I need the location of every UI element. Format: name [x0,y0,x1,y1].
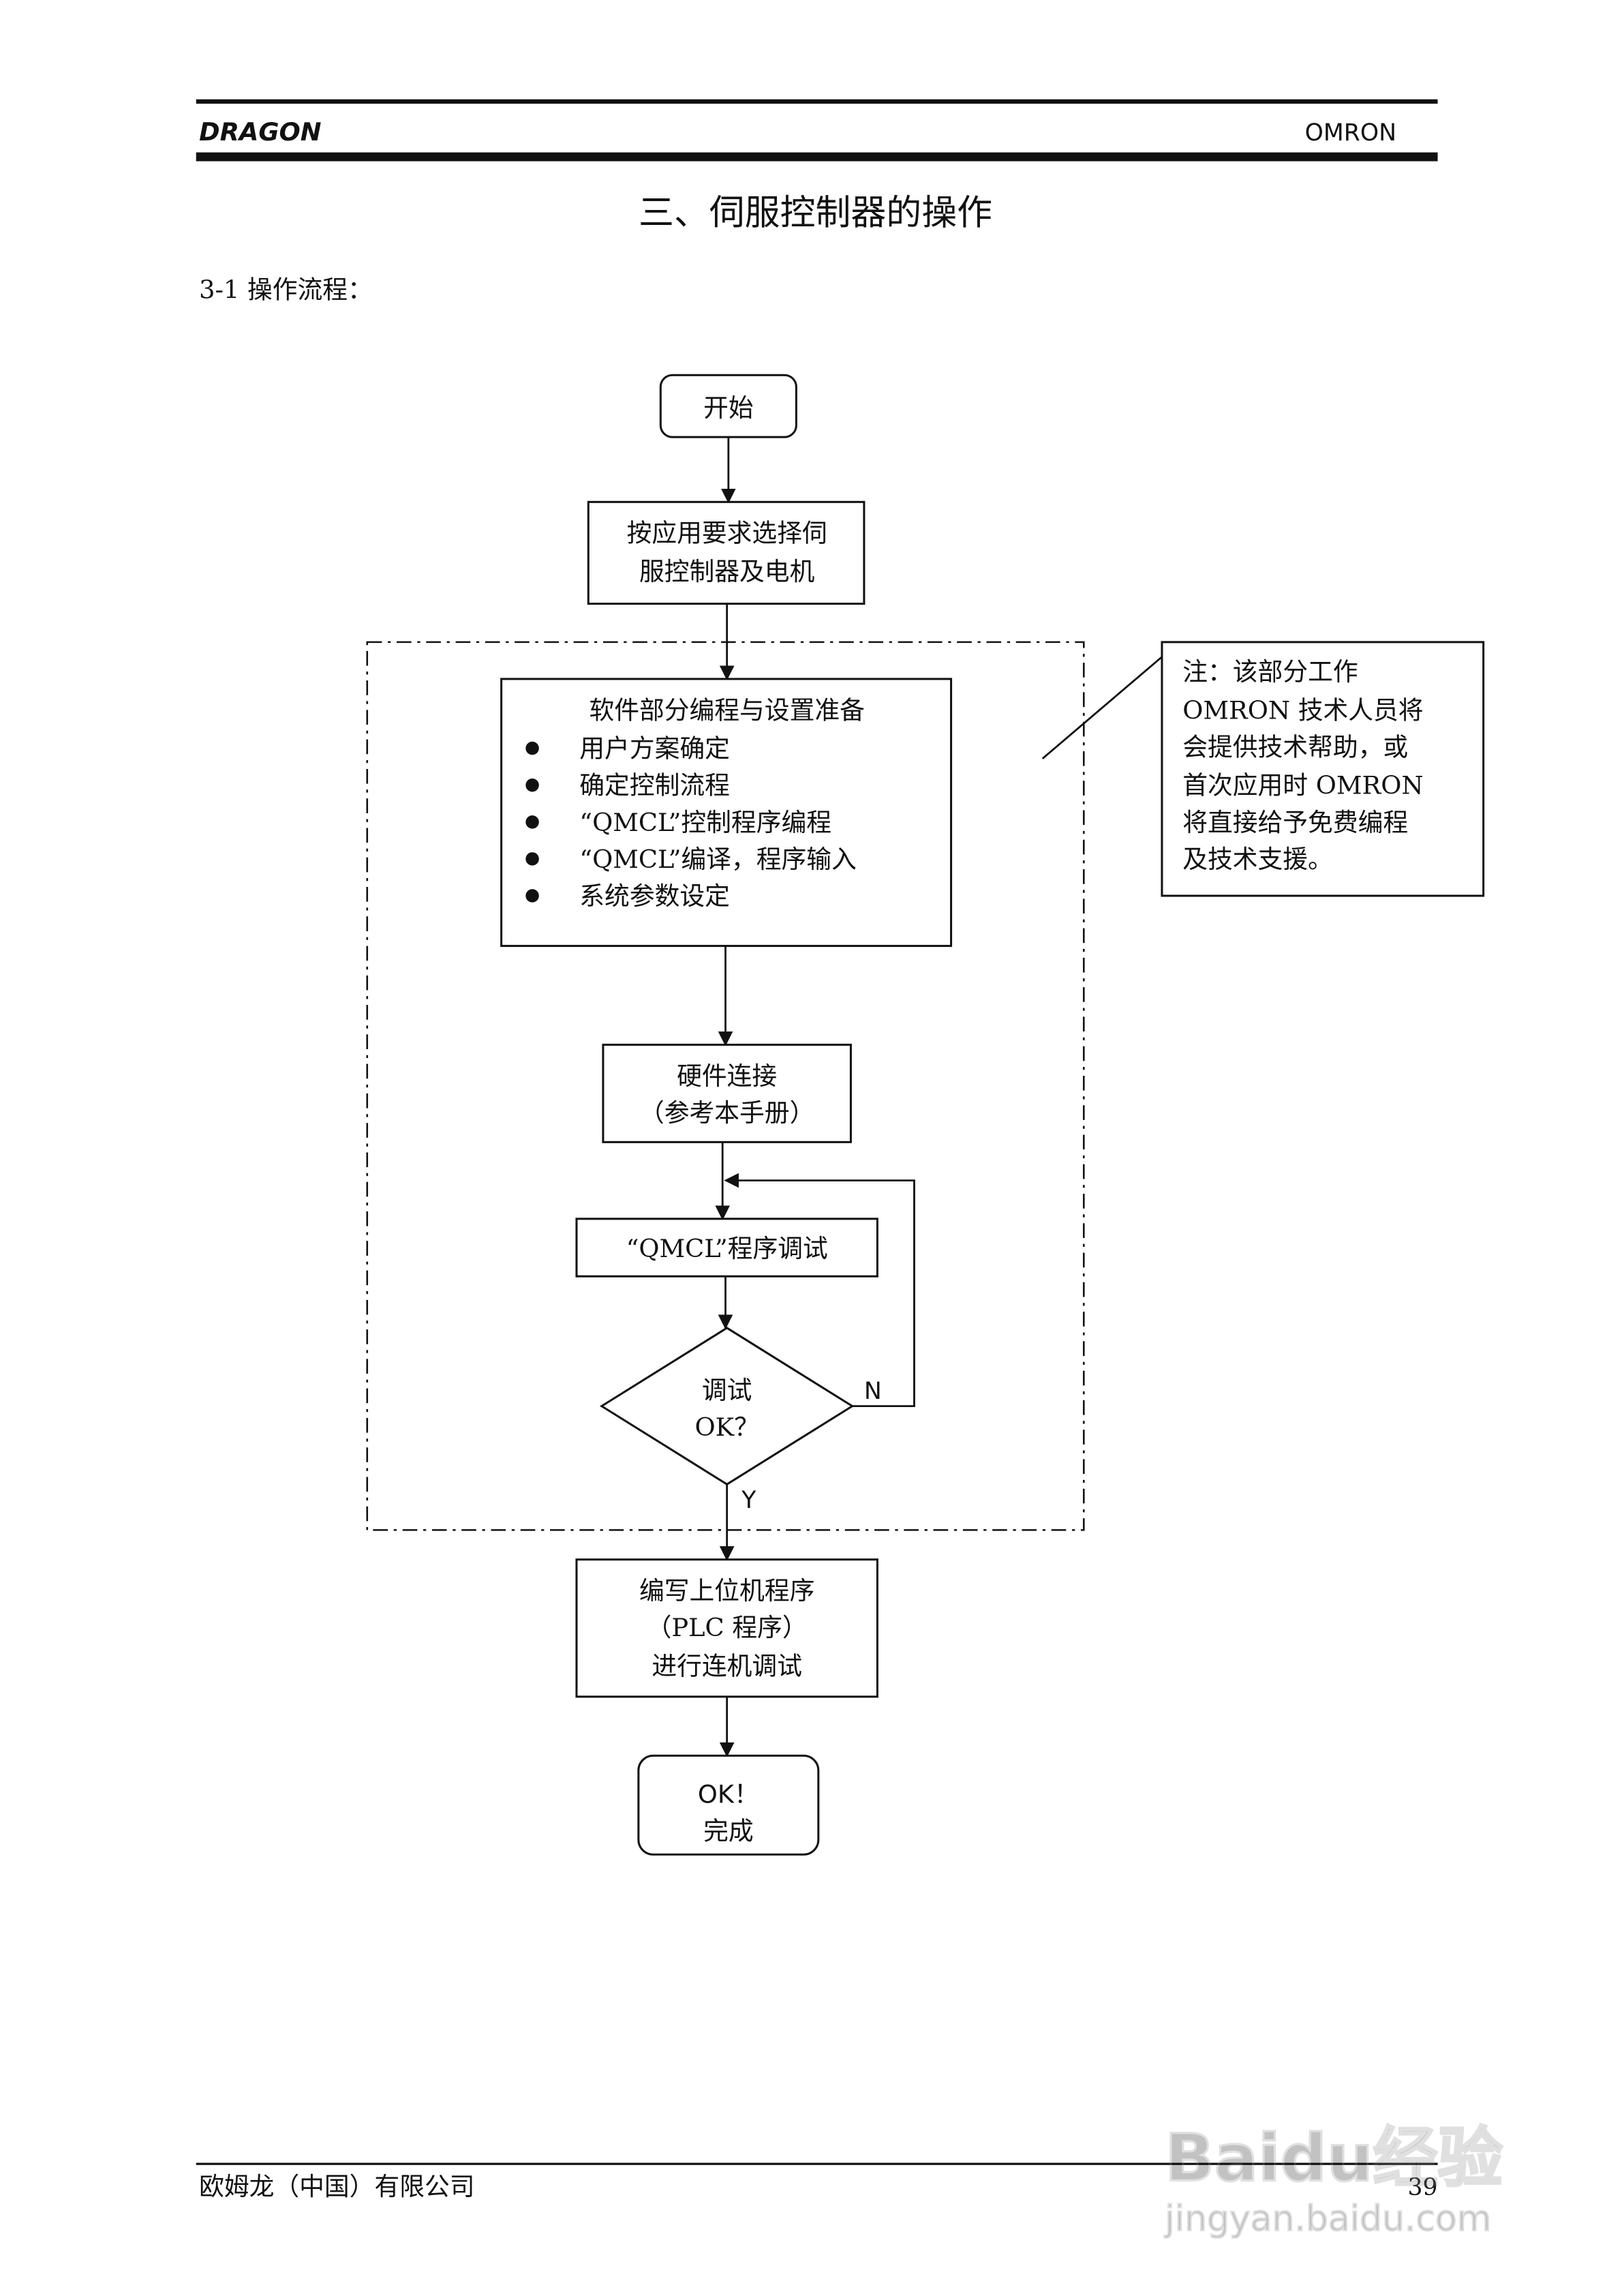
developer-scope-frame [366,641,1085,1531]
decision-text: OK？ [694,1413,759,1442]
step-text: 进行连机调试 [652,1651,802,1680]
step-text: （参考本手册） [639,1098,814,1128]
software-list: 用户方案确定 确定控制流程 “QMCL”控制程序编程 “QMCL”编译，程序输入… [525,734,857,911]
note-line: 将直接给予免费编程 [1182,808,1408,837]
start-node [659,374,797,438]
list-item: “QMCL”控制程序编程 [579,808,831,837]
bullet [525,852,539,866]
note-line: OMRON 技术人员将 [1182,695,1423,725]
software-step [500,678,953,948]
list-item: 用户方案确定 [579,734,730,764]
end-text: 完成 [703,1817,754,1846]
step-text: “QMCL”程序调试 [626,1234,828,1263]
step-text: （PLC 程序） [647,1613,808,1642]
hardware-step [602,1044,852,1143]
bullet [525,815,539,829]
note-line: 首次应用时 OMRON [1182,771,1423,800]
bullet [525,741,539,755]
note-text: 注：该部分工作 OMRON 技术人员将 会提供技术帮助，或 首次应用时 OMRO… [1182,657,1423,874]
baidu-watermark: Baidu经验 jingyan.baidu.com [1163,2120,1503,2240]
list-item: 确定控制流程 [579,771,730,800]
bullet [525,889,539,903]
host-program-step [575,1558,878,1698]
select-step [587,500,866,605]
page-title: 三、伺服控制器的操作 [639,193,992,234]
decision-text: 调试 [702,1376,752,1405]
note-line: 注：该部分工作 [1182,657,1358,686]
step-text: 服控制器及电机 [639,557,814,586]
header-left: DRAGON [199,117,321,147]
list-item: 系统参数设定 [579,881,730,911]
step-text: 按应用要求选择伺 [627,519,827,548]
step-text: 硬件连接 [677,1061,777,1091]
watermark-url: jingyan.baidu.com [1164,2199,1491,2239]
debug-step [575,1218,878,1278]
end-node [637,1754,820,1856]
note-box [1161,641,1485,897]
step-text: 编写上位机程序 [639,1576,814,1605]
end-text: OK！ [698,1780,759,1809]
section-heading: 3-1 操作流程： [199,275,373,305]
header-top-rule [196,99,1438,104]
yes-label: Y [741,1487,756,1514]
footer-company: 欧姆龙（中国）有限公司 [199,2172,474,2201]
loop-back-arrow [724,1173,915,1408]
note-pointer [1041,656,1163,759]
start-label: 开始 [703,393,754,423]
no-label: N [864,1378,882,1405]
decision-node [599,1327,855,1486]
software-title: 软件部分编程与设置准备 [589,695,864,725]
note-line: 会提供技术帮助，或 [1182,732,1408,761]
list-item: “QMCL”编译，程序输入 [579,845,856,874]
watermark-logo: Baidu经验 [1165,2121,1503,2196]
bullet [525,779,539,792]
header-right: OMRON [1305,119,1396,147]
header-bottom-rule [196,152,1438,162]
note-line: 及技术支援。 [1182,845,1333,874]
footer-rule [196,2162,1438,2165]
page-number: 39 [1407,2174,1437,2201]
